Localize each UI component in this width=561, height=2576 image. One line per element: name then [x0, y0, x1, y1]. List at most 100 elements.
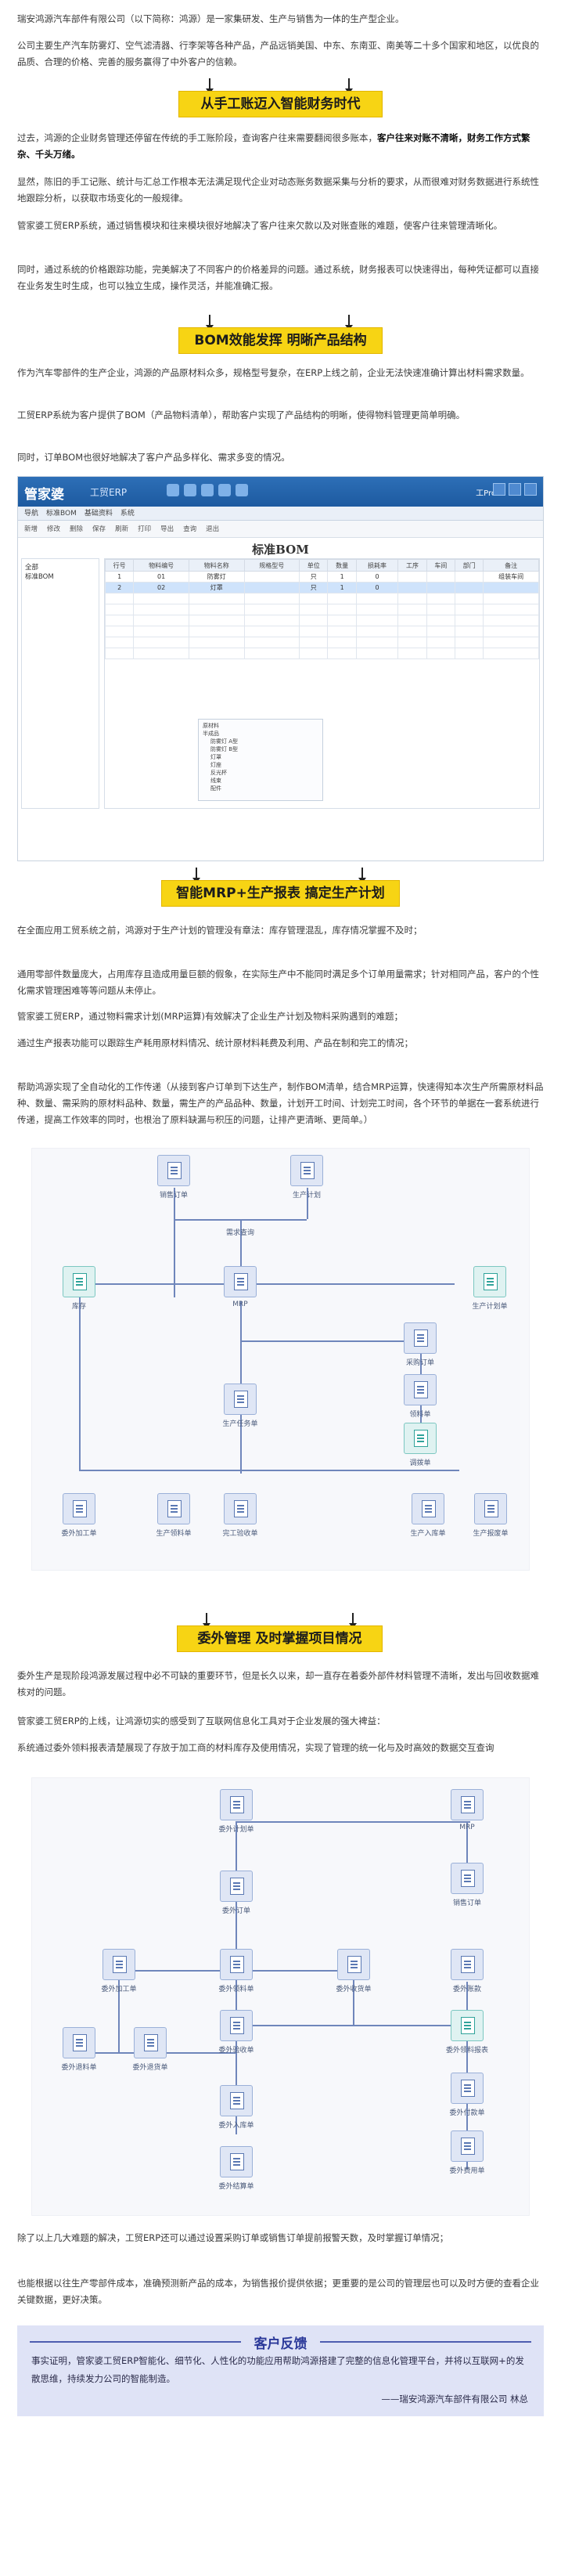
- tree-item[interactable]: 防雾灯 B型: [210, 746, 239, 752]
- table-cell[interactable]: [454, 571, 484, 583]
- flow-node-req-search: 需求查询: [205, 1224, 275, 1237]
- toolbar-button[interactable]: 退出: [206, 525, 220, 533]
- table-cell[interactable]: [426, 571, 456, 583]
- down-arrow-icon: [345, 315, 353, 330]
- table-cell[interactable]: 1: [327, 582, 357, 593]
- category-item[interactable]: 标准BOM: [25, 573, 54, 581]
- section-3-paragraph-2: 通用零部件数量庞大，占用库存且造成用量巨额的假象，在实际生产中不能同时满足多个订…: [17, 969, 539, 996]
- outsource-flow-diagram: 委外计划单 MRP 销售订单 委外订单 委外加工单 委外领料单 委外收货单 委外…: [31, 1777, 530, 2216]
- table-cell[interactable]: 02: [133, 582, 189, 593]
- flow-node-bill: 委外账款: [432, 1949, 502, 1993]
- tab[interactable]: 基础资料: [84, 510, 113, 518]
- tree-item[interactable]: 灯罩: [210, 754, 221, 760]
- table-cell[interactable]: [243, 582, 300, 593]
- grid-column-header[interactable]: 部门: [454, 559, 484, 572]
- erp-tabs: 导航 标准BOM 基础资料 系统: [18, 507, 543, 521]
- tree-item[interactable]: 反光杯: [210, 770, 227, 776]
- table-cell[interactable]: 2: [104, 582, 135, 593]
- grid-column-header[interactable]: 行号: [104, 559, 135, 572]
- erp-body: 全部 标准BOM 行号物料编号物料名称规格型号单位数量损耗率工序车间部门备注 1…: [18, 558, 543, 817]
- material-tree-popup: 原材料半成品防雾灯 A型防雾灯 B型灯罩灯座反光杯线束配件: [198, 719, 323, 801]
- node-label: 生产计划单: [472, 1303, 508, 1311]
- toolbar-button[interactable]: 打印: [138, 525, 152, 533]
- table-cell[interactable]: [397, 582, 427, 593]
- grid-column-header[interactable]: 损耗率: [355, 559, 399, 572]
- node-label: 生产入库单: [410, 1530, 446, 1538]
- tab[interactable]: 标准BOM: [46, 510, 77, 518]
- table-cell[interactable]: [397, 571, 427, 583]
- section-4-paragraph-2: 管家婆工贸ERP的上线，让鸿源切实的感受到了互联网信息化工具对于企业发展的强大裨…: [17, 1716, 386, 1726]
- table-cell[interactable]: 1: [104, 571, 135, 583]
- toolbar-button[interactable]: 删除: [70, 525, 84, 533]
- tree-item[interactable]: 半成品: [203, 731, 219, 737]
- node-label: 采购订单: [405, 1359, 434, 1367]
- grid-column-header[interactable]: 工序: [397, 559, 427, 572]
- erp-logo: 管家婆: [24, 487, 64, 503]
- tab[interactable]: 系统: [120, 510, 135, 518]
- category-item[interactable]: 全部: [25, 564, 39, 572]
- grid-column-header[interactable]: 物料名称: [188, 559, 245, 572]
- tree-item[interactable]: 原材料: [203, 723, 219, 729]
- erp-product-name: 工贸ERP: [90, 487, 128, 498]
- toolbar-button[interactable]: 查询: [183, 525, 197, 533]
- flow-node-plan: 委外计划单: [201, 1789, 272, 1834]
- grid-column-header[interactable]: 数量: [327, 559, 357, 572]
- table-cell[interactable]: 0: [355, 582, 399, 593]
- node-label: 生产报废单: [473, 1530, 509, 1538]
- tree-item[interactable]: 配件: [210, 785, 221, 792]
- tab[interactable]: 导航: [24, 510, 39, 518]
- table-cell[interactable]: [426, 582, 456, 593]
- grid-column-header[interactable]: 规格型号: [243, 559, 300, 572]
- grid-column-header[interactable]: 物料编号: [133, 559, 189, 572]
- flow-node-finish: 完工验收单: [205, 1493, 275, 1538]
- minimize-icon[interactable]: [493, 483, 505, 496]
- folder-icon[interactable]: [184, 484, 196, 496]
- tree-item[interactable]: 灯座: [210, 762, 221, 768]
- erp-user[interactable]: 工Pro: [476, 489, 496, 498]
- tree-item[interactable]: 防雾灯 A型: [210, 738, 239, 745]
- settings-icon[interactable]: [218, 484, 231, 496]
- toolbar-button[interactable]: 保存: [92, 525, 106, 533]
- section-3-paragraph-5: 帮助鸿源实现了全自动化的工作传递（从接到客户订单到下达生产，制作BOM清单，结合…: [17, 1081, 544, 1125]
- section-3-header: 智能MRP+生产报表 搞定生产计划: [0, 868, 561, 910]
- table-cell[interactable]: 灯罩: [188, 582, 245, 593]
- table-cell[interactable]: 防雾灯: [188, 571, 245, 583]
- flow-node-order: 委外订单: [201, 1871, 272, 1915]
- table-cell[interactable]: 组装车间: [483, 571, 539, 583]
- tree-item[interactable]: 线束: [210, 777, 221, 784]
- divider: [320, 2341, 531, 2343]
- grid-column-header[interactable]: 车间: [426, 559, 456, 572]
- table-cell[interactable]: 只: [299, 582, 329, 593]
- grid-column-header[interactable]: 备注: [483, 559, 539, 572]
- flow-node-receive: 委外收货单: [318, 1949, 389, 1993]
- table-cell[interactable]: [454, 582, 484, 593]
- section-2-paragraph-2: 工贸ERP系统为客户提供了BOM（产品物料清单），帮助客户实现了产品结构的明晰，…: [17, 409, 466, 420]
- table-cell[interactable]: 1: [327, 571, 357, 583]
- flow-node-stock: 库存: [44, 1266, 114, 1311]
- help-icon[interactable]: [236, 484, 248, 496]
- home-icon[interactable]: [167, 484, 179, 496]
- down-arrow-icon: [349, 1613, 357, 1629]
- empty-row: [104, 648, 539, 659]
- table-cell[interactable]: [483, 582, 539, 593]
- toolbar-button[interactable]: 修改: [47, 525, 61, 533]
- toolbar-button[interactable]: 刷新: [115, 525, 129, 533]
- feedback-text: 事实证明，管家婆工贸ERP智能化、细节化、人性化的功能应用帮助鸿源搭建了完整的信…: [31, 2355, 524, 2384]
- close-icon[interactable]: [524, 483, 537, 496]
- node-label: 生产计划: [292, 1192, 321, 1200]
- node-label: 委外计划单: [218, 1826, 254, 1834]
- grid-column-header[interactable]: 单位: [299, 559, 329, 572]
- toolbar-button[interactable]: 导出: [160, 525, 174, 533]
- toolbar-button[interactable]: 新增: [24, 525, 38, 533]
- table-cell[interactable]: [243, 571, 300, 583]
- table-cell[interactable]: 只: [299, 571, 329, 583]
- maximize-icon[interactable]: [509, 483, 521, 496]
- table-cell[interactable]: 0: [355, 571, 399, 583]
- table-cell[interactable]: 01: [133, 571, 189, 583]
- flow-node-prod-doc: 生产计划单: [455, 1266, 525, 1311]
- print-icon[interactable]: [201, 484, 214, 496]
- section-3-paragraph-4: 通过生产报表功能可以跟踪生产耗用原材料情况、统计原材料耗费及利用、产品在制和完工…: [17, 1037, 413, 1048]
- flow-node-check: 委外验收单: [201, 2010, 272, 2055]
